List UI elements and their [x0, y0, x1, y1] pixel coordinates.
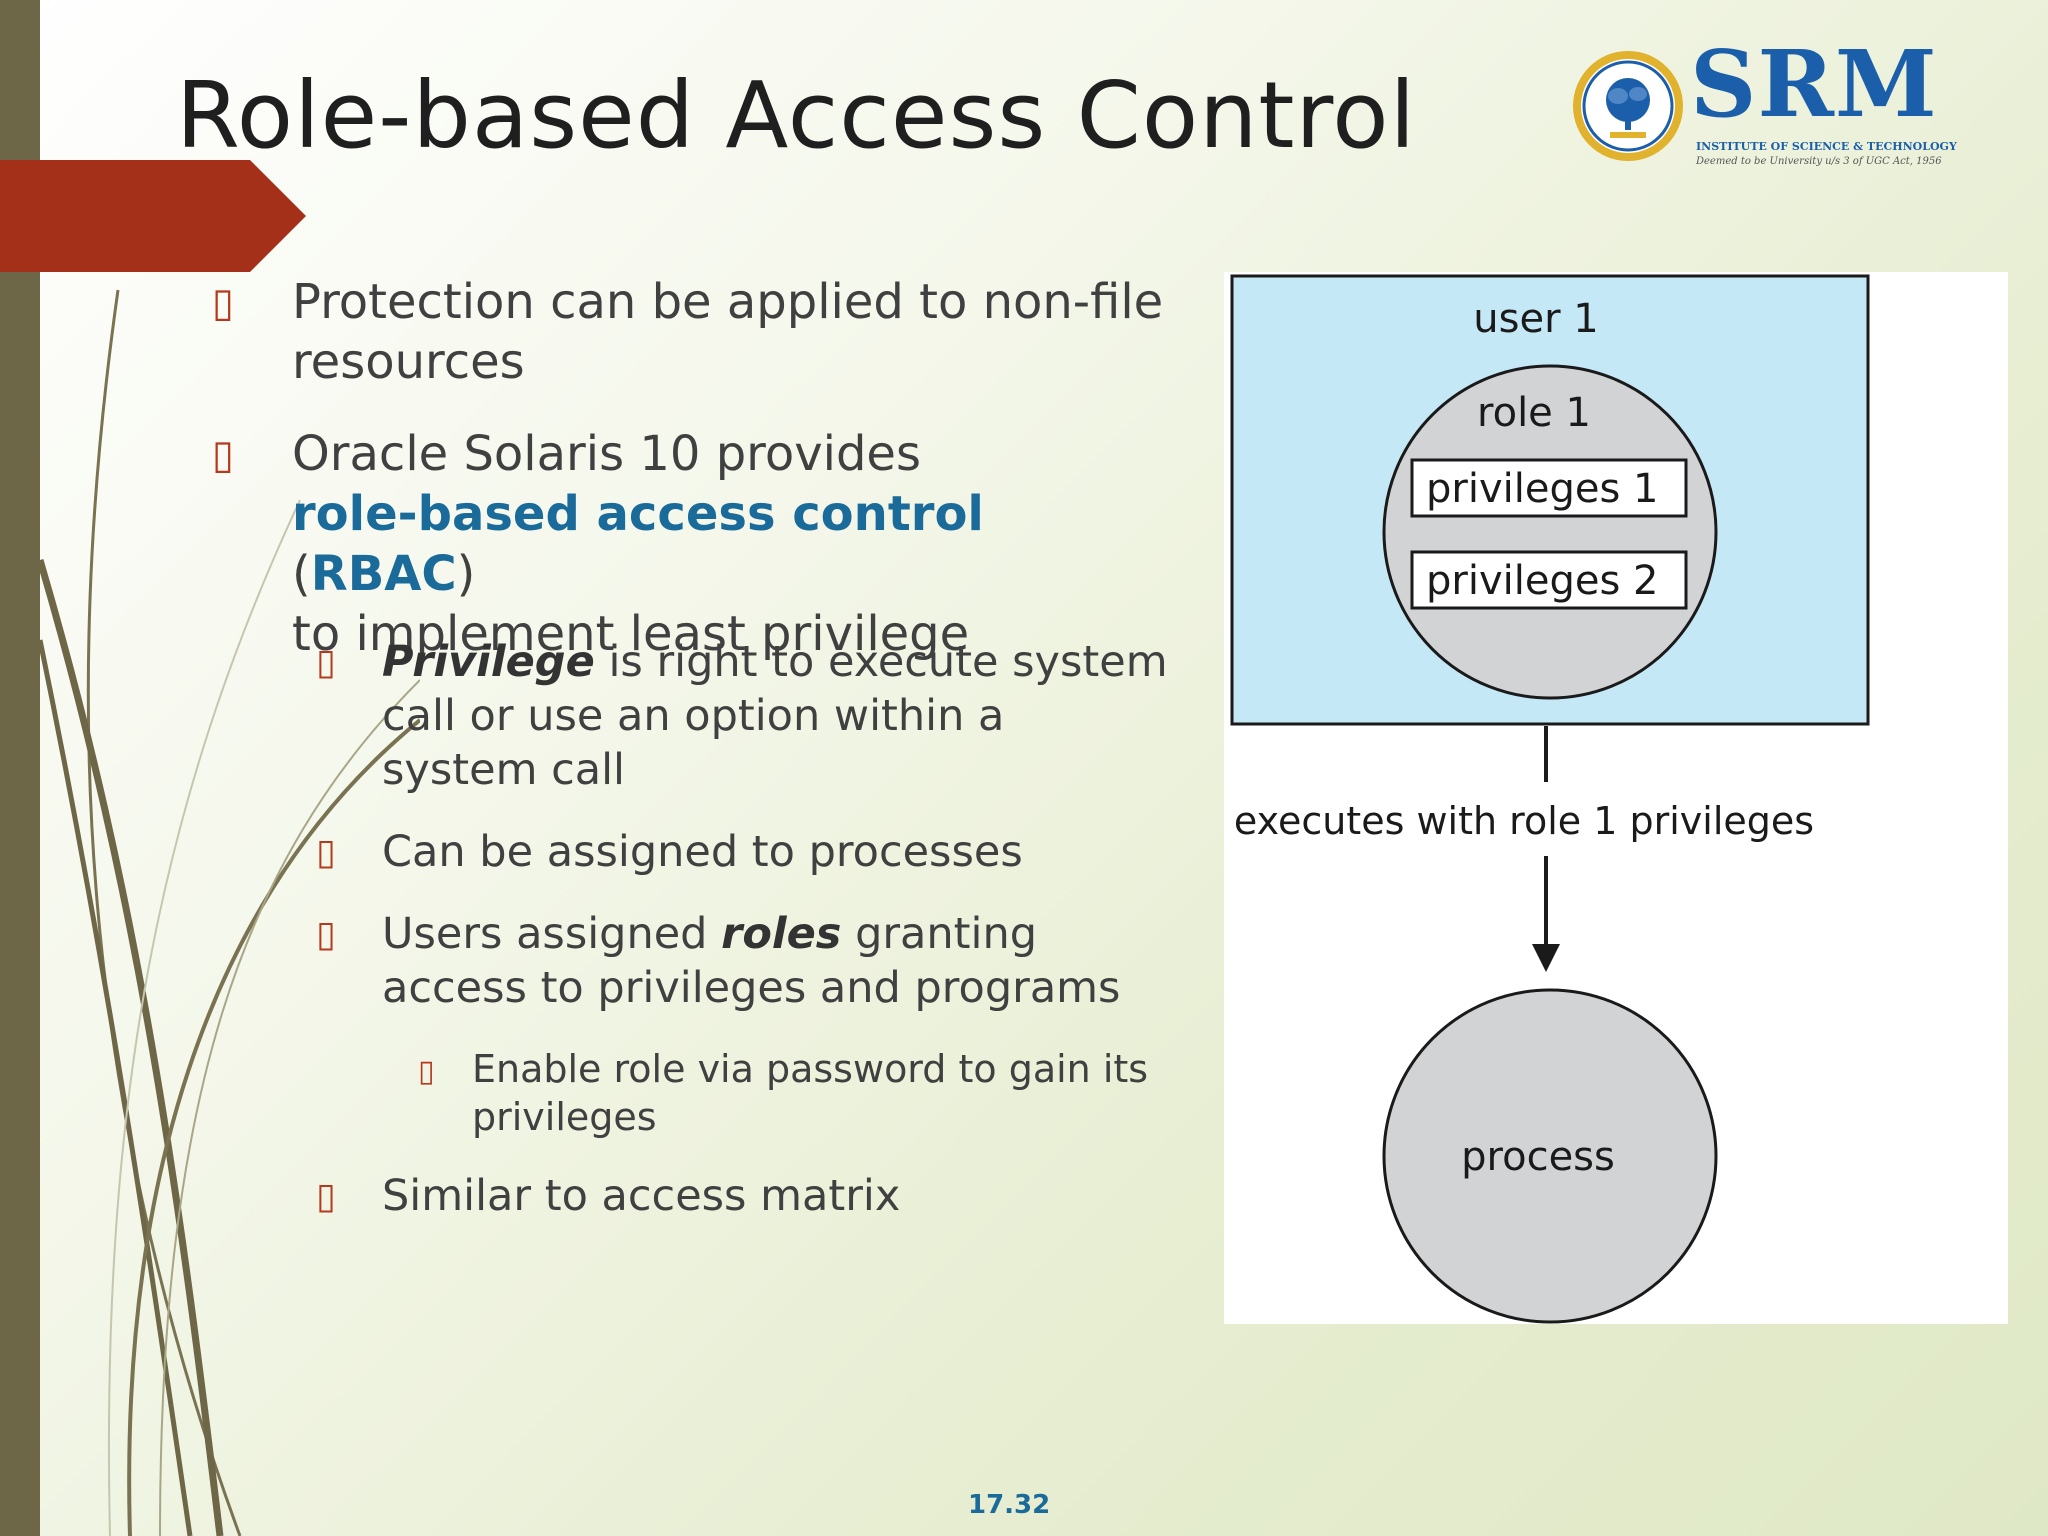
bullet-4: Can be assigned to processes	[382, 827, 1023, 877]
bullet-marker-icon: ▯	[316, 832, 336, 873]
bullet-3: Privilege is right to execute system cal…	[382, 636, 1172, 797]
roles-term: roles	[721, 909, 842, 959]
arrow-label: executes with role 1 privileges	[1234, 799, 1814, 843]
user-label: user 1	[1473, 296, 1598, 342]
bullet-5: Users assigned roles granting access to …	[382, 908, 1172, 1016]
logo-wordmark: SRM	[1690, 30, 1938, 138]
rbac-acronym: RBAC	[310, 546, 457, 602]
srm-logo: SRM INSTITUTE OF SCIENCE & TECHNOLOGY De…	[1568, 38, 1957, 184]
slide-title: Role-based Access Control	[176, 62, 1417, 169]
privileges-2-box	[1410, 550, 1688, 610]
bullet-2-prefix: Oracle Solaris 10 provides	[292, 426, 921, 482]
bullet-3-text: is right to execute system call or use a…	[382, 637, 1168, 795]
bullet-7: Similar to access matrix	[382, 1171, 901, 1221]
privileges-1-box	[1410, 458, 1688, 518]
process-circle	[1382, 988, 1718, 1324]
bullet-marker-icon: ▯	[316, 642, 336, 683]
decorative-swooshes	[36, 289, 420, 1536]
privileges-2-label: privileges 2	[1426, 558, 1658, 604]
bullet-6: Enable role via password to gain its pri…	[472, 1047, 1149, 1139]
title-accent-arrow	[0, 160, 306, 272]
rbac-keyword: role-based access control	[292, 486, 984, 542]
bullet-marker-icon: ▯	[316, 1176, 336, 1217]
role-label: role 1	[1477, 390, 1591, 436]
bullet-2: Oracle Solaris 10 provides role-based ac…	[292, 424, 1172, 664]
bullet-2-suffix: to implement least privilege	[292, 606, 970, 662]
bullet-1: Protection can be applied to non-file re…	[292, 274, 1164, 390]
rbac-diagram: user 1 role 1 privileges 1 privileges 2 …	[1224, 272, 2008, 1324]
close-paren: )	[456, 546, 476, 602]
bullet-marker-icon: ▯	[418, 1054, 435, 1089]
privilege-term: Privilege	[382, 637, 595, 687]
process-label: process	[1461, 1134, 1615, 1180]
bullet-marker-icon: ▯	[212, 280, 235, 326]
logo-subtitle: INSTITUTE OF SCIENCE & TECHNOLOGY	[1696, 140, 1957, 153]
logo-tagline: Deemed to be University u/s 3 of UGC Act…	[1696, 156, 1942, 167]
arrow-head-icon	[1532, 944, 1560, 972]
role-circle	[1382, 364, 1718, 700]
privileges-1-label: privileges 1	[1426, 466, 1658, 512]
bullet-marker-icon: ▯	[316, 914, 336, 955]
page-number: 17.32	[968, 1490, 1051, 1520]
university-seal-icon	[1573, 51, 1683, 161]
bullet-5-prefix: Users assigned	[382, 909, 708, 959]
bullet-5-text: granting access to privileges and progra…	[382, 909, 1121, 1013]
open-paren: (	[292, 546, 311, 602]
bullet-marker-icon: ▯	[212, 432, 235, 478]
